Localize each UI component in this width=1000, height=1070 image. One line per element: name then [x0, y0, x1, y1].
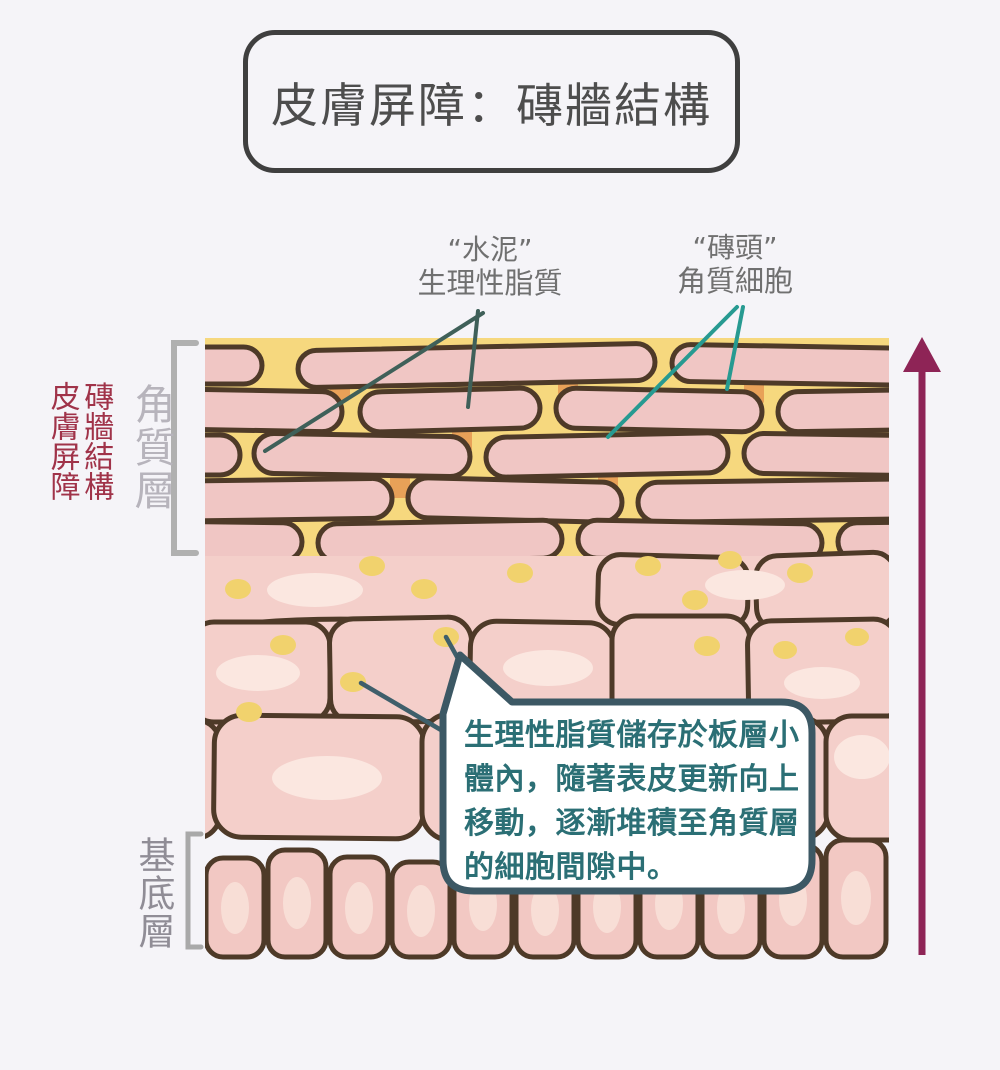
brick-pointer-lines	[606, 305, 745, 439]
brick-annotation-label: 角質細胞	[676, 264, 793, 299]
barrier-label-col-right: 磚牆結構	[78, 381, 114, 501]
speech-bubble	[439, 651, 816, 895]
cell-nuclei	[216, 570, 889, 802]
corneocyte-bricks	[205, 341, 889, 565]
up-arrow-icon	[903, 337, 941, 955]
cement-annotation-label: 生理性脂質	[417, 266, 563, 301]
basal-layer-bracket-icon	[185, 831, 204, 950]
brick-annotation: “磚頭” 角質細胞	[645, 231, 825, 298]
bubble-text: 生理性脂質儲存於板層小體內，隨著表皮更新向上移動，逐漸堆積至角質層的細胞間隙中。	[464, 718, 800, 886]
page-title-text: 皮膚屏障：磚牆結構	[271, 79, 712, 134]
page-title: 皮膚屏障：磚牆結構	[243, 30, 740, 173]
cement-annotation-quote: “水泥”	[447, 233, 533, 266]
stratum-corneum-bracket-icon	[171, 340, 199, 556]
stratum-corneum-label: 角質層	[127, 383, 175, 512]
cement-annotation: “水泥” 生理性脂質	[392, 233, 588, 300]
lamellar-bodies	[225, 551, 869, 722]
barrier-label-col-left: 皮膚屏障	[44, 381, 80, 501]
brick-annotation-quote: “磚頭”	[692, 231, 778, 264]
cement-pointer-lines	[263, 309, 485, 453]
skin-barrier-vertical-label: 磚牆結構 皮膚屏障	[44, 381, 114, 513]
basal-layer-label: 基底層	[132, 836, 175, 950]
